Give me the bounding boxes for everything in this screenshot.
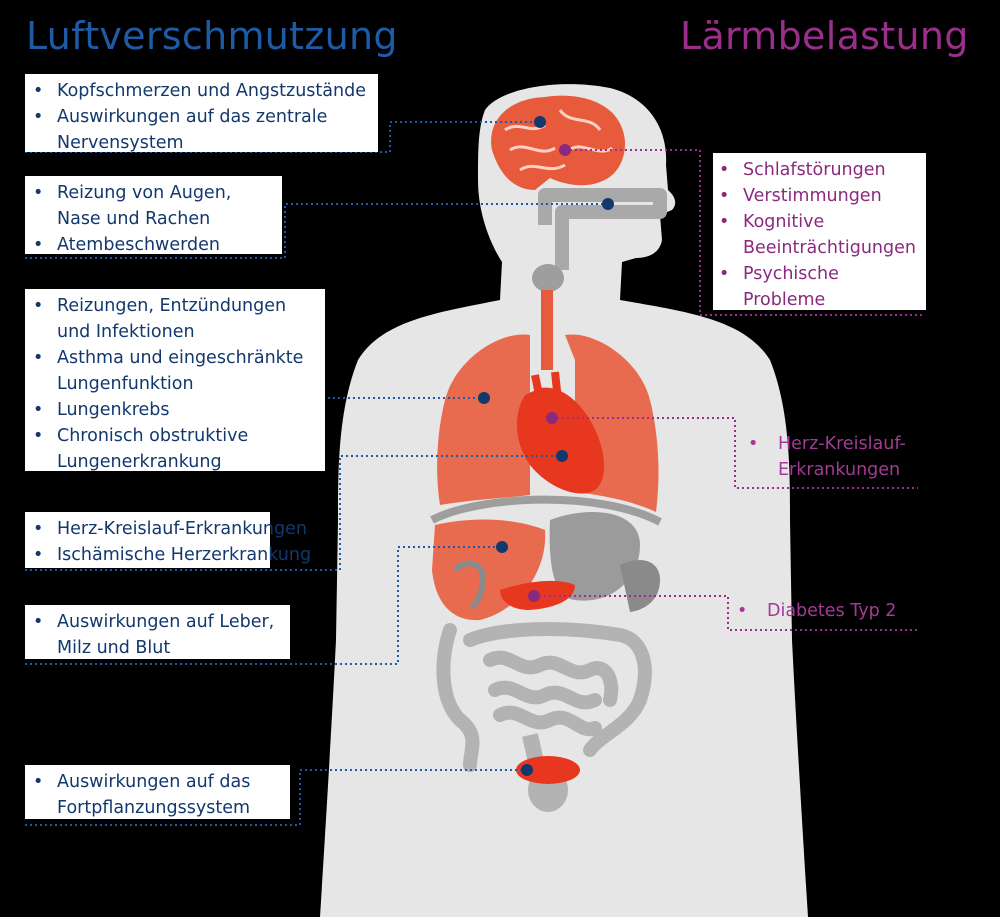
noise-label-heart: Herz-Kreislauf-Erkrankungen (748, 431, 918, 483)
air-connectors (25, 121, 608, 826)
diaphragm (430, 495, 662, 526)
title-air-pollution: Luftverschmutzung (26, 14, 398, 58)
list-item: Auswirkungen auf das zentrale Nervensyst… (33, 104, 370, 156)
gallbladder (452, 560, 486, 610)
air-box-lungs: Reizungen, Entzündungen und Infektionen … (25, 289, 325, 472)
list-item: Herz-Kreislauf-Erkrankungen (748, 431, 918, 483)
brain (491, 95, 626, 190)
reproductive-organ (516, 756, 580, 784)
list-item: Atembeschwerden (33, 232, 274, 258)
list-item: Kopfschmerzen und Angstzustände (33, 78, 370, 104)
heart (516, 371, 605, 494)
marker-dots (478, 116, 614, 776)
intestines (436, 622, 652, 772)
title-noise-pollution: Lärmbelastung (680, 14, 969, 58)
list-item: Asthma und eingeschränkte Lungenfunktion (33, 345, 317, 397)
air-box-airways: Reizung von Augen, Nase und Rachen Atemb… (25, 176, 282, 258)
list-item: Ischämische Herzerkrankung (33, 542, 311, 568)
noise-connectors (534, 149, 925, 631)
air-box-reproductive: Auswirkungen auf das Fortpflanzungssyste… (25, 765, 290, 819)
list-item: Kognitive Beeinträchtigungen (719, 209, 918, 261)
noise-label-diabetes: Diabetes Typ 2 (737, 598, 917, 624)
air-box-heart: Herz-Kreislauf-Erkrankungen Ischämische … (25, 512, 311, 568)
air-box-liver: Auswirkungen auf Leber, Milz und Blut (25, 605, 290, 659)
air-box-brain: Kopfschmerzen und Angstzustände Auswirku… (25, 74, 378, 153)
list-item: Lungenkrebs (33, 397, 317, 423)
noise-box-brain: Schlafstörungen Verstimmungen Kognitive … (713, 153, 926, 310)
spleen (620, 560, 660, 612)
list-item: Auswirkungen auf Leber, Milz und Blut (33, 609, 282, 661)
list-item: Diabetes Typ 2 (737, 598, 917, 624)
list-item: Auswirkungen auf das Fortpflanzungssyste… (33, 769, 282, 821)
trachea (532, 188, 667, 370)
list-item: Schlafstörungen (719, 157, 918, 183)
list-item: Psychische Probleme (719, 261, 918, 313)
list-item: Reizungen, Entzündungen und Infektionen (33, 293, 317, 345)
list-item: Herz-Kreislauf-Erkrankungen (33, 516, 307, 542)
stomach (549, 512, 640, 601)
list-item: Chronisch obstruktive Lungenerkrankung (33, 423, 317, 475)
list-item: Verstimmungen (719, 183, 918, 209)
list-item: Reizung von Augen, Nase und Rachen (33, 180, 274, 232)
